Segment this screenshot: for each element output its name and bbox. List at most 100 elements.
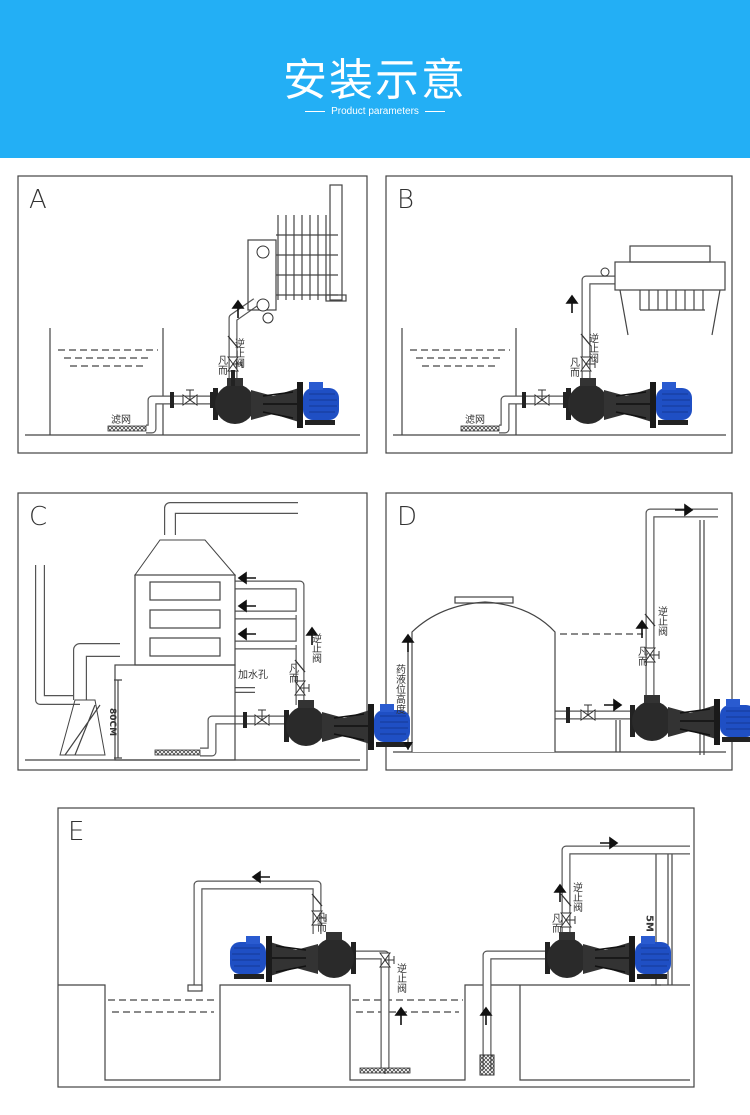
check-valve-icon [227, 335, 239, 349]
subtitle-text: Product parameters [331, 106, 419, 117]
valve-handle-icon [584, 704, 592, 715]
check-valve-label: 逆止阀 [587, 332, 599, 364]
tank-wall [401, 328, 517, 435]
flange-icon [170, 392, 174, 408]
flow-arrow-icon [600, 836, 619, 850]
filter-screen-icon [460, 425, 500, 432]
check-valve-icon [580, 333, 592, 347]
valve-handle-icon [233, 360, 243, 368]
flow-arrow-icon [231, 299, 245, 318]
pipe-inner [194, 881, 321, 985]
filter-screen-icon [154, 749, 201, 756]
valve-handle-icon [566, 916, 576, 924]
liquid-level-label: 药液位高度 [394, 664, 406, 715]
panel-c-letter: C [29, 502, 47, 532]
pipe [482, 950, 545, 1070]
foot-valve-icon [479, 1054, 495, 1076]
valve-handle-icon [586, 360, 596, 368]
fill-hole-label: 加水孔 [238, 669, 268, 681]
filter-press-leg [619, 289, 721, 336]
flow-arrow-icon [237, 571, 256, 585]
right-pit [519, 985, 690, 1081]
filter-screen-icon [107, 425, 147, 432]
tower-hood [134, 539, 237, 576]
flow-arrow-icon [635, 619, 649, 638]
flow-arrow-icon [565, 294, 579, 313]
valve-handle-icon [258, 709, 266, 720]
valve-handle-icon [186, 389, 194, 400]
pipe [581, 275, 615, 380]
pipe-inner [36, 565, 80, 704]
check-valve-icon [560, 893, 572, 907]
heat-exchanger-rod [276, 234, 338, 296]
tower-section [149, 637, 221, 657]
valve-handle-icon [650, 651, 660, 659]
flow-arrow-icon [237, 627, 256, 641]
pump-motor-icon [544, 931, 672, 983]
valve-label: 凡而 [550, 913, 562, 934]
flow-arrow-icon [305, 626, 319, 645]
flow-arrow-icon [401, 633, 415, 652]
flow-arrow-icon [675, 503, 694, 517]
pipe-inner [582, 276, 615, 380]
flange-icon [563, 392, 567, 408]
pipe-inner [74, 644, 120, 700]
page-subtitle: Product parameters [0, 106, 750, 117]
pump-motor-icon [229, 931, 357, 983]
ground-profile [58, 984, 520, 1081]
panel-d [385, 492, 733, 771]
valve-handle-icon [538, 389, 546, 400]
fan-stand-brace [64, 704, 101, 756]
pipe [73, 643, 120, 700]
valve-label: 凡而 [568, 357, 580, 378]
fan-stand [59, 699, 106, 756]
flow-arrow-icon [553, 883, 567, 902]
tower-section [149, 581, 221, 601]
panel-b-letter: B [397, 185, 414, 215]
valve-label: 凡而 [636, 646, 648, 667]
flange-icon [243, 712, 247, 728]
flow-arrow-icon [237, 599, 256, 613]
filter-press-top [614, 261, 726, 291]
flow-arrow-icon [604, 698, 623, 712]
flow-arrow-icon [394, 1006, 408, 1025]
pipe-inner [646, 509, 718, 697]
flow-arrow-icon [479, 1006, 493, 1025]
panel-a [17, 175, 368, 454]
valve-label: 凡而 [216, 355, 228, 376]
filter-label: 滤网 [111, 413, 131, 426]
pipe-inner [562, 846, 690, 934]
panel-a-letter: A [29, 185, 47, 215]
check-valve-icon [311, 893, 323, 907]
tank-lid [454, 596, 514, 604]
flange-icon [210, 392, 214, 408]
valve-handle-icon [385, 956, 395, 964]
port-icon [256, 298, 270, 312]
pipe-inner [200, 716, 285, 756]
check-valve-label: 逆止阀 [233, 337, 245, 369]
height-label: 80CM [107, 708, 117, 736]
storage-tank [411, 601, 556, 752]
pipe-inner [165, 503, 298, 535]
heat-exchanger-frame [329, 184, 343, 301]
flow-arrow-icon [251, 870, 270, 884]
panel-c [17, 492, 368, 771]
check-valve-label: 逆止阀 [310, 632, 322, 664]
valve-label: 凡而 [315, 912, 327, 933]
port-icon [256, 245, 270, 259]
dimension-arrow-icon [403, 742, 413, 750]
flange-icon [522, 392, 526, 408]
check-valve-label: 逆止阀 [656, 605, 668, 637]
filter-label: 滤网 [465, 413, 485, 426]
check-valve-icon [644, 613, 656, 627]
divider [424, 110, 445, 112]
pump-motor-icon [283, 699, 411, 751]
pipe-support [615, 720, 621, 752]
height-label: 5M [644, 915, 655, 932]
heat-exchanger-base [325, 294, 347, 302]
pipe [499, 395, 567, 434]
valve-handle-icon [300, 684, 310, 692]
panel-b [385, 175, 733, 454]
panel-e-letter: E [68, 817, 84, 847]
